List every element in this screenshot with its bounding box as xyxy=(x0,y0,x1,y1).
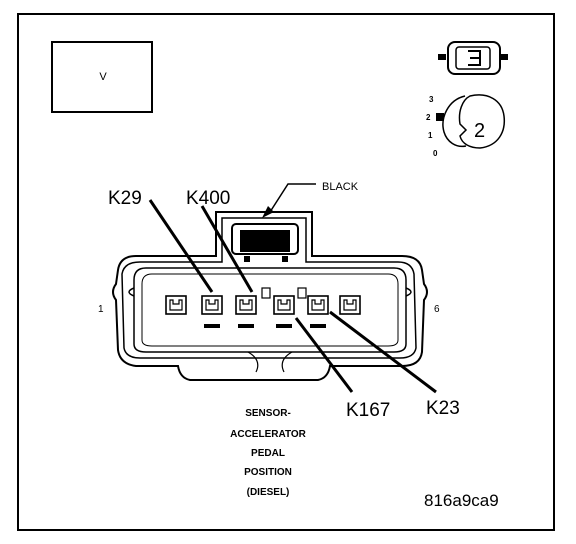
scale-2: 2 xyxy=(426,113,431,122)
caption-line-1: SENSOR- xyxy=(245,408,291,419)
color-label: BLACK xyxy=(322,181,359,193)
k167-leader xyxy=(294,317,354,393)
view-box xyxy=(51,41,153,113)
pin-number-first: 1 xyxy=(98,304,104,315)
polarization-key xyxy=(261,287,271,299)
scale-3: 3 xyxy=(429,95,434,104)
connector-face-icon xyxy=(438,41,508,75)
terminal-count: 2 xyxy=(474,120,485,142)
terminal-cavity xyxy=(307,295,329,328)
caption-line-3: PEDAL xyxy=(251,448,285,459)
k23-leader xyxy=(329,310,437,394)
terminal-cavity xyxy=(165,295,187,315)
diagram-frame xyxy=(17,13,555,531)
k29-leader xyxy=(148,199,214,293)
terminal-cavity xyxy=(201,295,223,328)
caption-line-4: POSITION xyxy=(244,467,292,478)
component-caption: SENSOR- ACCELERATOR PEDAL POSITION (DIES… xyxy=(230,408,307,498)
caption-line-2: ACCELERATOR xyxy=(230,429,307,440)
wire-label-k29: K29 xyxy=(108,188,142,209)
callout-lines xyxy=(148,199,437,394)
terminal-cavities xyxy=(165,287,361,328)
caption-line-5: (DIESEL) xyxy=(247,487,290,498)
wire-label-k23: K23 xyxy=(426,398,460,419)
color-pointer xyxy=(269,183,316,213)
terminal-cavity xyxy=(339,295,361,315)
scale-1: 1 xyxy=(428,131,433,140)
connector-body xyxy=(112,211,428,381)
k400-leader xyxy=(200,205,254,293)
connector-latch xyxy=(231,223,299,262)
pin-number-last: 6 xyxy=(434,304,440,315)
scale-0: 0 xyxy=(433,149,438,158)
wire-label-k167: K167 xyxy=(346,400,390,421)
view-label: V xyxy=(99,71,107,83)
terminal-count-icon: 3 2 1 0 2 xyxy=(426,94,506,158)
wire-label-k400: K400 xyxy=(186,188,230,209)
figure-id: 816a9ca9 xyxy=(424,491,499,510)
polarization-key xyxy=(297,287,307,299)
terminal-cavity xyxy=(235,295,257,328)
terminal-cavity xyxy=(273,295,295,328)
